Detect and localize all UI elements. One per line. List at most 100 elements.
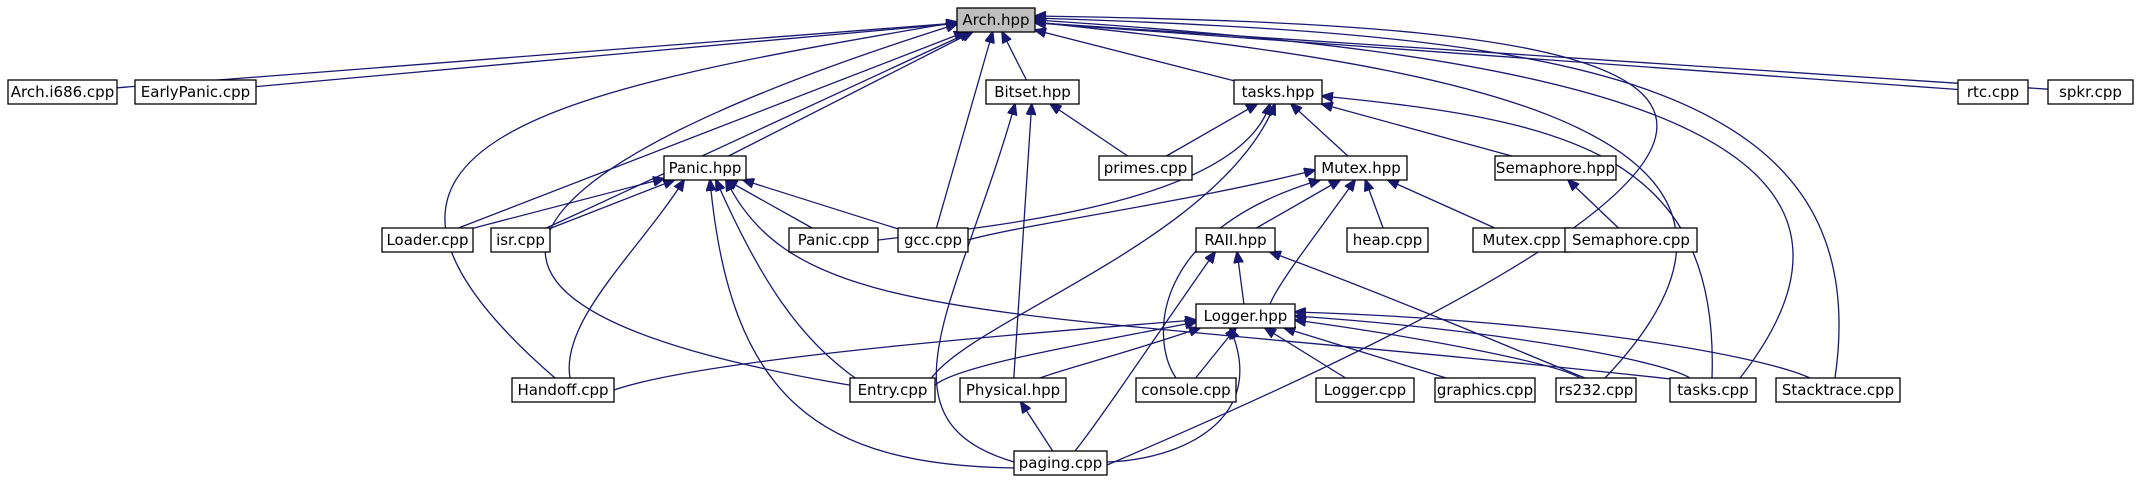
node-semaphore-hpp[interactable]: Semaphore.hpp <box>1494 155 1617 181</box>
edge-raii-hpp-includes-mutex-hpp <box>1256 180 1340 229</box>
node-box[interactable] <box>1564 227 1698 253</box>
edge-handoff-cpp-includes-logger-hpp <box>613 320 1196 391</box>
node-box[interactable] <box>511 377 615 403</box>
node-box[interactable] <box>1135 377 1237 403</box>
edge-logger-cpp-includes-logger-hpp <box>1265 328 1346 379</box>
node-console-cpp[interactable]: console.cpp <box>1135 377 1237 403</box>
edge-entry-cpp-includes-panic-hpp <box>716 180 859 381</box>
node-box[interactable] <box>1233 79 1323 105</box>
node-box[interactable] <box>663 155 747 181</box>
edge-paging-cpp-includes-arch-hpp <box>1035 16 1658 466</box>
edge-isr-cpp-includes-panic-hpp <box>549 180 674 230</box>
node-box[interactable] <box>788 227 879 253</box>
node-tasks-hpp[interactable]: tasks.hpp <box>1233 79 1323 105</box>
node-earlypanic-cpp[interactable]: EarlyPanic.cpp <box>134 79 257 105</box>
node-box[interactable] <box>134 79 257 105</box>
edge-semaphore-hpp-includes-tasks-hpp <box>1322 104 1512 157</box>
node-box[interactable] <box>1195 227 1276 253</box>
node-entry-cpp[interactable]: Entry.cpp <box>849 377 936 403</box>
edge-tasks-hpp-includes-arch-hpp <box>1035 30 1235 82</box>
node-box[interactable] <box>1957 79 2029 105</box>
node-box[interactable] <box>897 227 969 253</box>
edge-gcc-cpp-includes-panic-hpp <box>743 180 899 230</box>
edge-physical-hpp-includes-logger-hpp <box>1039 328 1200 379</box>
edge-heap-cpp-includes-mutex-hpp <box>1365 180 1384 229</box>
node-mutex-hpp[interactable]: Mutex.hpp <box>1314 155 1408 181</box>
node-label: Panic.cpp <box>798 231 870 249</box>
node-physical-hpp[interactable]: Physical.hpp <box>959 377 1067 403</box>
node-semaphore-cpp[interactable]: Semaphore.cpp <box>1564 227 1698 253</box>
node-rtc-cpp[interactable]: rtc.cpp <box>1957 79 2029 105</box>
node-panic-cpp[interactable]: Panic.cpp <box>788 227 879 253</box>
node-box[interactable] <box>1472 227 1571 253</box>
node-box[interactable] <box>490 227 551 253</box>
node-panic-hpp[interactable]: Panic.hpp <box>663 155 747 181</box>
node-bitset-hpp[interactable]: Bitset.hpp <box>985 79 1080 105</box>
edge-earlypanic-cpp-includes-arch-hpp <box>255 24 957 88</box>
node-box[interactable] <box>1434 377 1536 403</box>
node-box[interactable] <box>1775 377 1901 403</box>
node-paging-cpp[interactable]: paging.cpp <box>1013 450 1108 476</box>
edge-tasks-cpp-includes-arch-hpp <box>1035 20 1794 379</box>
node-box[interactable] <box>849 377 936 403</box>
node-box[interactable] <box>2047 79 2134 105</box>
node-box[interactable] <box>1346 227 1429 253</box>
node-box[interactable] <box>959 377 1067 403</box>
node-box[interactable] <box>1013 450 1108 476</box>
edge-bitset-hpp-includes-arch-hpp <box>1002 32 1027 81</box>
node-isr-cpp[interactable]: isr.cpp <box>490 227 551 253</box>
node-loader-cpp[interactable]: Loader.cpp <box>381 227 474 253</box>
node-primes-cpp[interactable]: primes.cpp <box>1098 155 1193 181</box>
node-label: Stacktrace.cpp <box>1782 381 1894 399</box>
edge-primes-cpp-includes-bitset-hpp <box>1050 104 1129 157</box>
node-logger-cpp[interactable]: Logger.cpp <box>1315 377 1415 403</box>
node-logger-hpp[interactable]: Logger.hpp <box>1195 303 1296 329</box>
node-box[interactable] <box>1098 155 1193 181</box>
node-label: Loader.cpp <box>386 231 468 249</box>
node-heap-cpp[interactable]: heap.cpp <box>1346 227 1429 253</box>
node-label: RAII.hpp <box>1204 231 1266 249</box>
node-box[interactable] <box>956 7 1036 33</box>
node-spkr-cpp[interactable]: spkr.cpp <box>2047 79 2134 105</box>
node-box[interactable] <box>1555 377 1637 403</box>
edge-mutex-cpp-includes-mutex-hpp <box>1388 180 1496 229</box>
edge-stacktrace-cpp-includes-logger-hpp <box>1295 312 1811 379</box>
node-label: Bitset.hpp <box>994 83 1071 101</box>
node-label: console.cpp <box>1141 381 1230 399</box>
node-box[interactable] <box>1494 155 1617 181</box>
node-box[interactable] <box>1314 155 1408 181</box>
node-box[interactable] <box>1315 377 1415 403</box>
node-label: Semaphore.cpp <box>1572 231 1690 249</box>
node-graphics-cpp[interactable]: graphics.cpp <box>1434 377 1536 403</box>
node-gcc-cpp[interactable]: gcc.cpp <box>897 227 969 253</box>
node-raii-hpp[interactable]: RAII.hpp <box>1195 227 1276 253</box>
node-tasks-cpp[interactable]: tasks.cpp <box>1669 377 1757 403</box>
node-box[interactable] <box>7 79 118 105</box>
node-rs232-cpp[interactable]: rs232.cpp <box>1555 377 1637 403</box>
edge-mutex-hpp-includes-tasks-hpp <box>1291 104 1349 157</box>
node-box[interactable] <box>1195 303 1296 329</box>
node-mutex-cpp[interactable]: Mutex.cpp <box>1472 227 1571 253</box>
node-label: Arch.hpp <box>962 11 1029 29</box>
node-stacktrace-cpp[interactable]: Stacktrace.cpp <box>1775 377 1901 403</box>
edge-arch-i686-cpp-includes-arch-hpp <box>116 23 957 89</box>
edge-semaphore-cpp-includes-semaphore-hpp <box>1568 180 1619 229</box>
node-label: Arch.i686.cpp <box>11 83 114 101</box>
node-box[interactable] <box>381 227 474 253</box>
node-label: isr.cpp <box>496 231 545 249</box>
node-arch-hpp[interactable]: Arch.hpp <box>956 7 1036 33</box>
node-handoff-cpp[interactable]: Handoff.cpp <box>511 377 615 403</box>
node-label: Mutex.hpp <box>1321 159 1401 177</box>
edge-rs232-cpp-includes-raii-hpp <box>1270 252 1586 379</box>
node-label: tasks.hpp <box>1242 83 1315 101</box>
node-label: Physical.hpp <box>966 381 1060 399</box>
edge-panic-hpp-includes-arch-hpp <box>728 32 973 157</box>
node-box[interactable] <box>1669 377 1757 403</box>
node-box[interactable] <box>985 79 1080 105</box>
node-label: gcc.cpp <box>904 231 962 249</box>
node-arch-i686-cpp[interactable]: Arch.i686.cpp <box>7 79 118 105</box>
node-label: Semaphore.hpp <box>1496 159 1615 177</box>
edge-paging-cpp-includes-logger-hpp <box>1106 328 1241 463</box>
node-label: heap.cpp <box>1353 231 1423 249</box>
